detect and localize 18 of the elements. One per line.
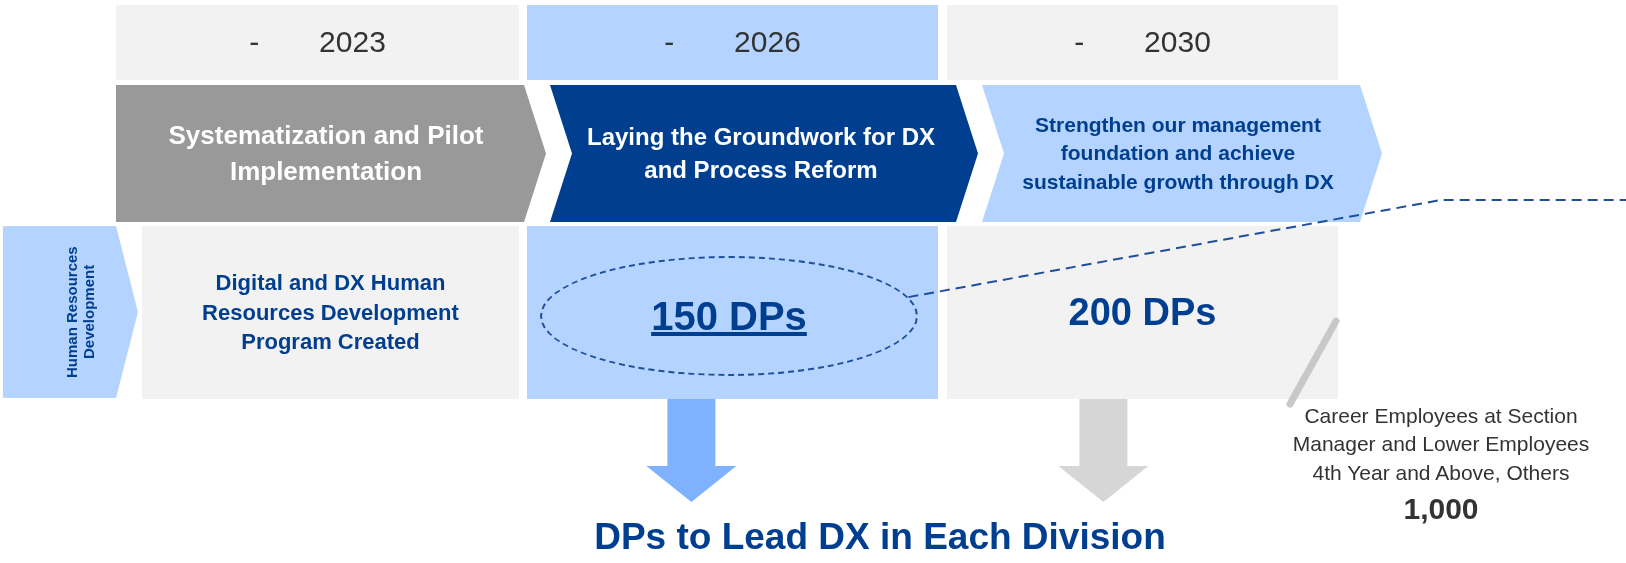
note-text: Career Employees at Section Manager and Lower Employees 4th Year and Above, Others — [1291, 403, 1591, 486]
table-cell: 200 DPs — [947, 226, 1338, 399]
phase-banner: Strengthen our management foundation and achieve sustainable growth through DX — [982, 85, 1382, 222]
phase-banner: Laying the Groundwork for DX and Process Reform — [550, 85, 978, 222]
year-header: - 2023 — [116, 5, 519, 80]
year-header: - 2030 — [947, 5, 1338, 80]
leader-line — [907, 199, 1626, 299]
phase-banner: Systematization and Pilot Implementation — [116, 85, 546, 222]
table-cell — [527, 226, 938, 399]
row-label-banner: Human Resources Development — [3, 226, 138, 398]
table-cell: Digital and DX Human Resources Development Program Created — [142, 226, 519, 399]
block-arrow — [1058, 399, 1149, 502]
summary-text: DPs to Lead DX in Each Division — [560, 512, 1200, 562]
target-ellipse: 150 DPs — [540, 256, 918, 376]
block-arrow — [646, 399, 737, 502]
year-header: - 2026 — [527, 5, 938, 80]
leader-line — [1286, 317, 1340, 408]
count-text: 1,000 — [1403, 491, 1479, 528]
